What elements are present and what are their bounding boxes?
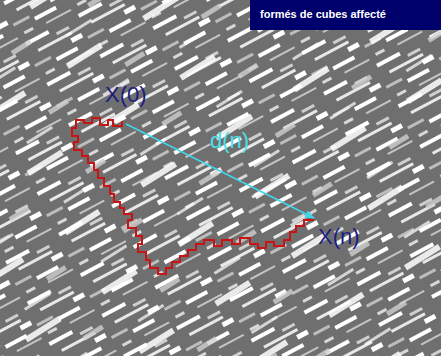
title-banner: formés de cubes affecté [250,0,441,30]
random-walk-path [72,118,314,274]
end-label: X(n) [318,224,360,250]
banner-title: formés de cubes affecté [260,8,386,20]
distance-label: d(n) [210,128,249,154]
distance-arrow [126,124,314,218]
start-label: X(0) [105,82,147,108]
